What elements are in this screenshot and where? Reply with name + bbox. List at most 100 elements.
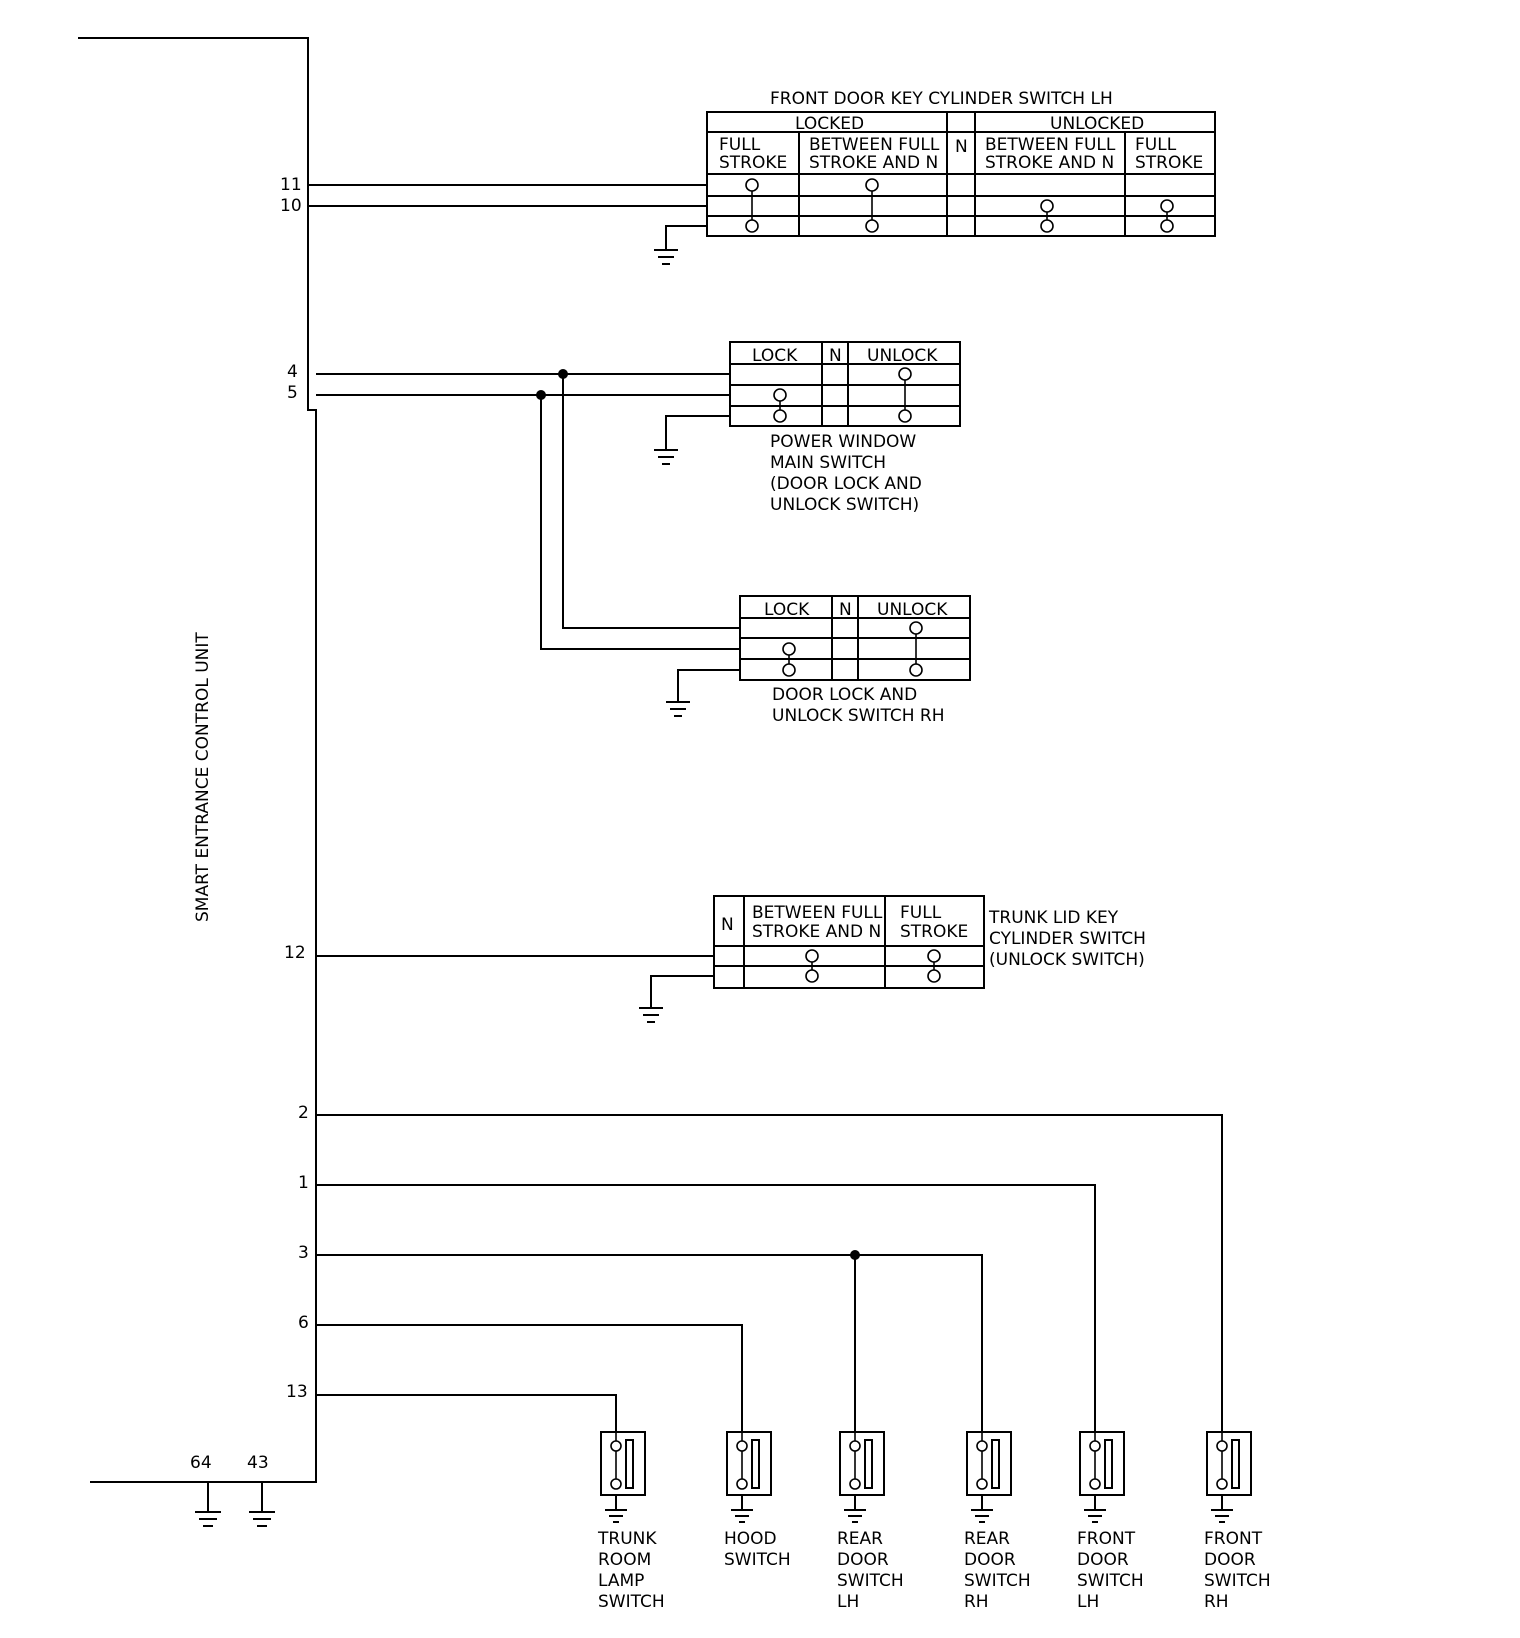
- switch-contact-icon: [773, 388, 787, 423]
- ground-icon: [654, 449, 678, 465]
- col-between-line2: STROKE AND N: [985, 153, 1114, 173]
- col-full-stroke-line2: STROKE: [1135, 153, 1203, 173]
- col-full-stroke-line1: FULL: [1135, 135, 1177, 155]
- switch-contact-icon: [927, 949, 941, 983]
- pin-64: 64: [190, 1453, 212, 1473]
- power-window-wires: [316, 369, 740, 650]
- power-window-label-line1: POWER WINDOW: [770, 432, 916, 452]
- trunk-room-lamp-switch-label: LAMP: [598, 1571, 644, 1591]
- trunk-room-lamp-switch-label: ROOM: [598, 1550, 651, 1570]
- header-unlock: UNLOCK: [877, 600, 948, 620]
- rear-door-switch-lh-label: SWITCH: [837, 1571, 904, 1591]
- rear-door-switch-rh-label: RH: [964, 1592, 989, 1612]
- pin-2: 2: [298, 1103, 309, 1123]
- switch-contact-icon: [909, 621, 923, 677]
- ground-icon: [249, 1511, 275, 1527]
- switch-contact-icon: [805, 949, 819, 983]
- col-full-stroke-line2: STROKE: [900, 922, 968, 942]
- pin-11: 11: [280, 175, 302, 195]
- switch-contact-icon: [898, 367, 912, 423]
- hood-switch-label: SWITCH: [724, 1550, 791, 1570]
- control-unit-label: SMART ENTRANCE CONTROL UNIT: [193, 632, 213, 922]
- unit-pin-labels: 11 10 4 5 12 2 1 3 6 13 64 43: [190, 175, 309, 1473]
- trunk-room-lamp-switch-label: SWITCH: [598, 1592, 665, 1612]
- front-door-switch-rh-label: SWITCH: [1204, 1571, 1271, 1591]
- header-neutral: N: [955, 137, 968, 157]
- ground-icon: [731, 1509, 753, 1523]
- col-between-line2: STROKE AND N: [809, 153, 938, 173]
- control-unit: SMART ENTRANCE CONTROL UNIT: [78, 37, 317, 1483]
- trunk-switch-label-line2: CYLINDER SWITCH: [989, 929, 1146, 949]
- door-lock-rh-label-line2: UNLOCK SWITCH RH: [772, 706, 944, 726]
- rear-door-switch-rh-label: REAR: [964, 1529, 1010, 1549]
- trunk-switch-label-line3: (UNLOCK SWITCH): [989, 950, 1145, 970]
- front-door-switch-lh-label: FRONT: [1077, 1529, 1136, 1549]
- header-locked: LOCKED: [795, 114, 864, 134]
- header-neutral: N: [829, 346, 842, 366]
- pin-10: 10: [280, 196, 302, 216]
- junction-dot: [850, 1250, 860, 1260]
- ground-icon: [844, 1509, 866, 1523]
- front-key-switch-title: FRONT DOOR KEY CYLINDER SWITCH LH: [770, 89, 1113, 109]
- power-window-main-switch: LOCK N UNLOCK POWER WINDOW MAIN SWITCH (…: [729, 341, 961, 515]
- front-door-switch-lh-label: SWITCH: [1077, 1571, 1144, 1591]
- ground-icon: [1084, 1509, 1106, 1523]
- col-full-stroke-line2: STROKE: [719, 153, 787, 173]
- front-door-switch-lh-label: LH: [1077, 1592, 1099, 1612]
- door-lock-unlock-switch-rh: LOCK N UNLOCK DOOR LOCK AND UNLOCK SWITC…: [666, 595, 971, 726]
- ground-icon: [605, 1509, 627, 1523]
- pin-5: 5: [287, 383, 298, 403]
- col-full-stroke-line1: FULL: [900, 903, 942, 923]
- front-door-switch-rh-label: FRONT: [1204, 1529, 1263, 1549]
- trunk-switch-label-line1: TRUNK LID KEY: [988, 908, 1119, 928]
- ground-icon: [971, 1509, 993, 1523]
- rear-door-switch-rh-label: DOOR: [964, 1550, 1016, 1570]
- col-between-line1: BETWEEN FULL: [809, 135, 940, 155]
- front-door-key-cylinder-switch: FRONT DOOR KEY CYLINDER SWITCH LH LOCKED…: [706, 89, 1216, 237]
- col-between-line2: STROKE AND N: [752, 922, 881, 942]
- front-door-switch-rh-label: DOOR: [1204, 1550, 1256, 1570]
- rear-door-switch-lh-label: REAR: [837, 1529, 883, 1549]
- col-full-stroke-line1: FULL: [719, 135, 761, 155]
- header-lock: LOCK: [752, 346, 798, 366]
- pin-6: 6: [298, 1313, 309, 1333]
- power-window-label-line2: MAIN SWITCH: [770, 453, 886, 473]
- door-lock-rh-label-line1: DOOR LOCK AND: [772, 685, 917, 705]
- front-key-switch-wires: [308, 184, 707, 265]
- header-unlocked: UNLOCKED: [1050, 114, 1144, 134]
- door-switch-group: TRUNKROOMLAMPSWITCHHOODSWITCHREARDOORSWI…: [597, 1431, 1271, 1612]
- door-switch-wires: [316, 1114, 1223, 1432]
- rear-door-switch-rh-label: SWITCH: [964, 1571, 1031, 1591]
- ground-icon: [639, 1007, 663, 1023]
- pin-12: 12: [284, 943, 306, 963]
- header-unlock: UNLOCK: [867, 346, 938, 366]
- col-between-line1: BETWEEN FULL: [752, 903, 883, 923]
- hood-switch-label: HOOD: [724, 1529, 777, 1549]
- pin-43: 43: [247, 1453, 269, 1473]
- ground-icon: [195, 1511, 221, 1527]
- pin-4: 4: [287, 362, 298, 382]
- header-lock: LOCK: [764, 600, 810, 620]
- header-neutral: N: [839, 600, 852, 620]
- switch-contact-icon: [865, 178, 879, 233]
- front-door-switch-lh-label: DOOR: [1077, 1550, 1129, 1570]
- rear-door-switch-lh-label: DOOR: [837, 1550, 889, 1570]
- pin-13: 13: [286, 1382, 308, 1402]
- switch-contact-icon: [782, 642, 796, 677]
- rear-door-switch-lh-label: LH: [837, 1592, 859, 1612]
- pin-3: 3: [298, 1243, 309, 1263]
- power-window-label-line4: UNLOCK SWITCH): [770, 495, 919, 515]
- ground-icon: [666, 701, 690, 717]
- switch-contact-icon: [745, 178, 759, 233]
- ground-icon: [1211, 1509, 1233, 1523]
- trunk-room-lamp-switch-label: TRUNK: [597, 1529, 657, 1549]
- front-door-switch-rh-label: RH: [1204, 1592, 1229, 1612]
- ground-icon: [654, 249, 678, 265]
